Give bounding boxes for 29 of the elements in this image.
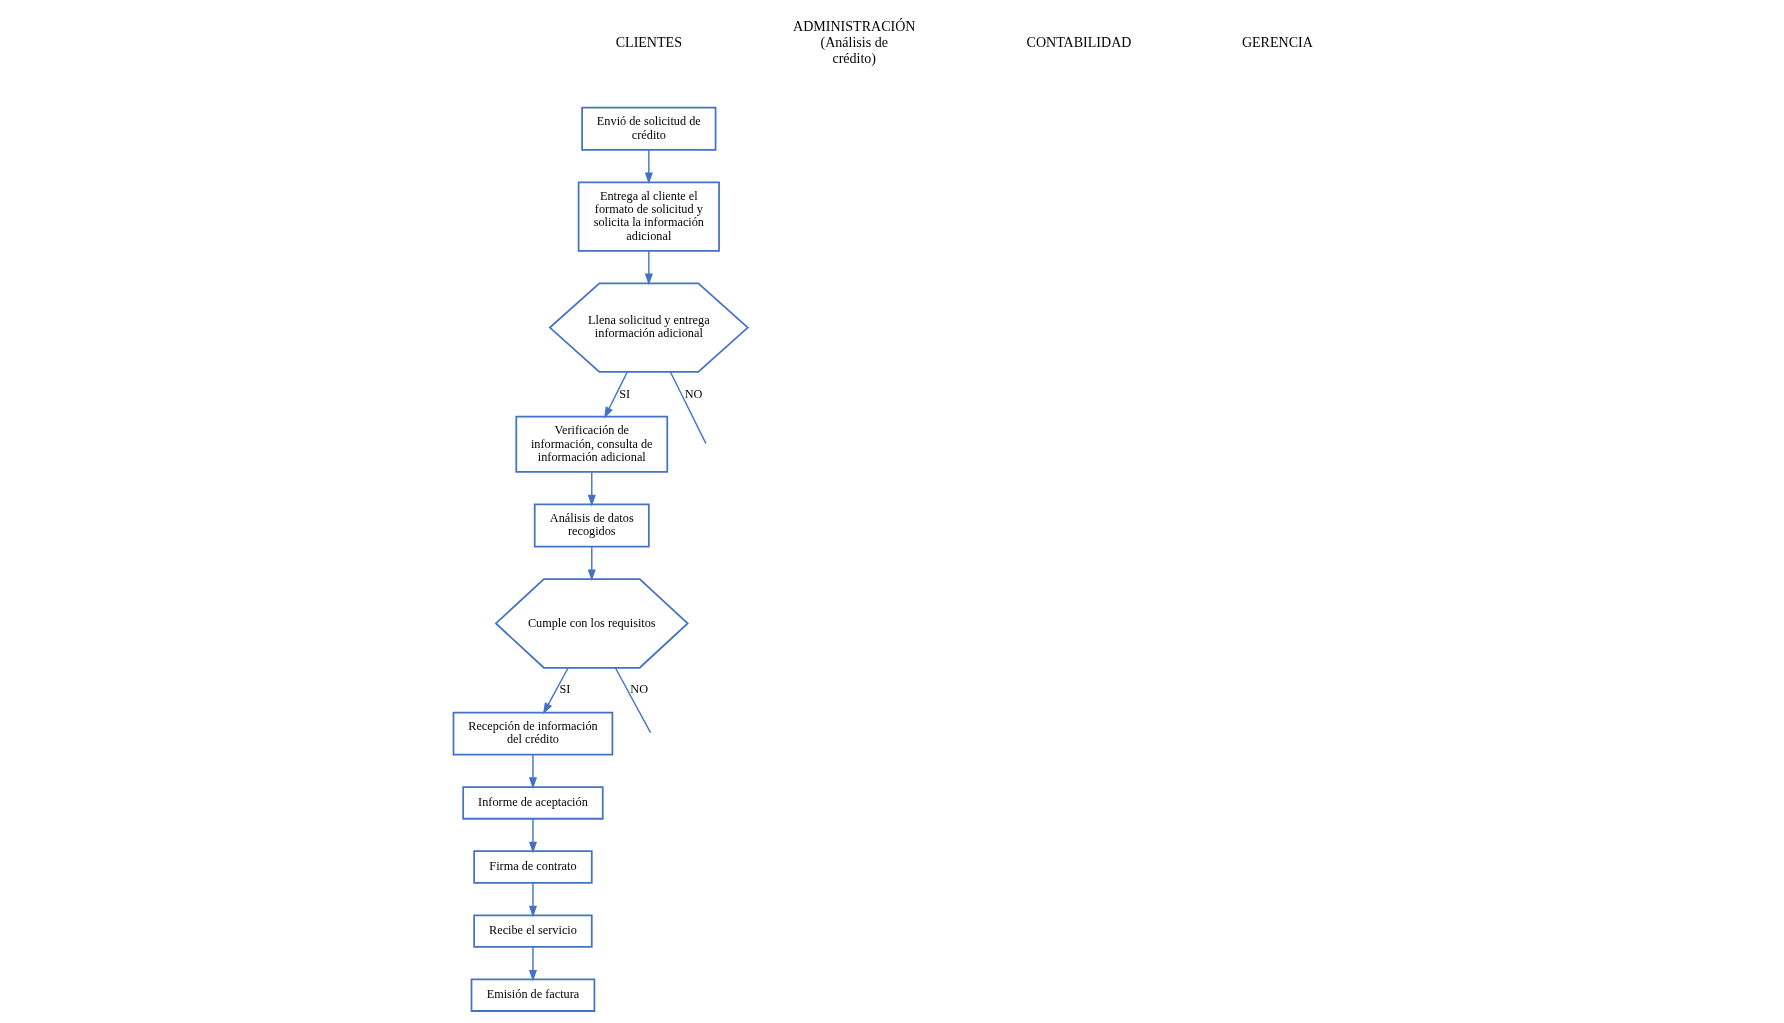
edge-label: SI xyxy=(619,386,631,401)
node-box: Envió de solicitud de crédito xyxy=(581,106,717,151)
edge-label: NO xyxy=(684,386,703,401)
arrow xyxy=(542,667,569,715)
arrow xyxy=(528,946,537,982)
connector xyxy=(614,667,652,734)
label: CONTABILIDAD xyxy=(1026,33,1132,50)
arrow xyxy=(644,149,653,185)
node-box: Entrega al cliente el formato de solicitud y solicita la información adicional xyxy=(577,181,720,252)
edge-label: SI xyxy=(559,682,571,697)
arrow xyxy=(604,371,628,419)
node-box: Recibe el servicio xyxy=(473,914,593,948)
label: GERENCIA xyxy=(1241,33,1313,50)
node-box: Recepción de información del crédito xyxy=(452,711,614,756)
node-box: Verificación de información, consulta de información adicional xyxy=(515,415,669,473)
node-box: Informe de aceptación xyxy=(462,786,604,820)
node-box: Firma de contrato xyxy=(473,850,593,884)
connector xyxy=(669,371,707,445)
node-box: Análisis de datos recogidos xyxy=(533,503,650,548)
arrow xyxy=(528,882,537,918)
arrow xyxy=(528,818,537,854)
node-box: Emisión de factura xyxy=(470,978,596,1012)
arrow xyxy=(587,471,596,507)
arrow xyxy=(587,546,596,581)
arrow xyxy=(644,250,653,286)
label: ADMINISTRACIÓN (Análisis de crédito) xyxy=(793,18,916,66)
edge-label: NO xyxy=(630,682,649,697)
label: CLIENTES xyxy=(615,33,682,50)
arrow xyxy=(528,754,537,789)
